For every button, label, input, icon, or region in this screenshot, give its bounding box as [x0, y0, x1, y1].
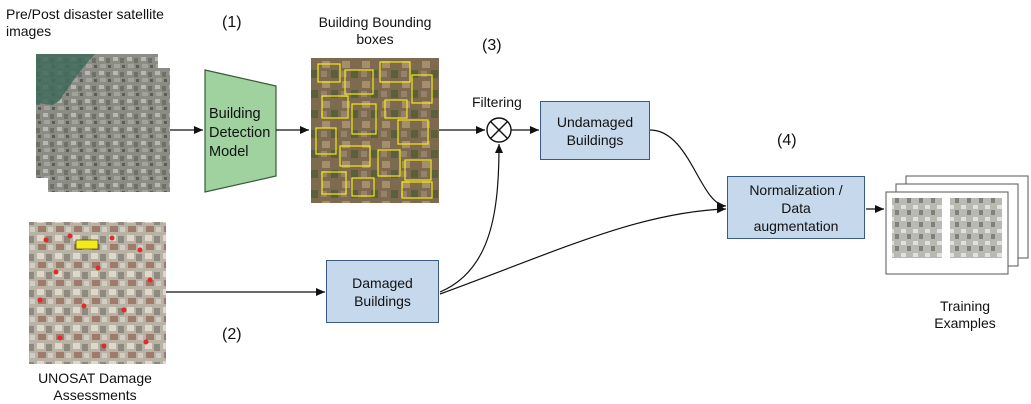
undamaged-buildings-label: Undamaged Buildings — [556, 113, 634, 148]
step-3-label: (3) — [482, 37, 502, 54]
unosat-image — [29, 222, 166, 364]
step-2-label: (2) — [222, 326, 242, 343]
training-thumb-right — [950, 198, 1002, 258]
filtering-label: Filtering — [472, 94, 522, 110]
damage-points — [37, 233, 153, 349]
normalization-box: Normalization / Data augmentation — [727, 176, 865, 239]
damaged-buildings-box: Damaged Buildings — [326, 260, 439, 323]
detection-model-label: Building Detection Model — [209, 106, 271, 160]
step-1-label: (1) — [222, 14, 242, 31]
undamaged-buildings-box: Undamaged Buildings — [540, 101, 650, 160]
bbox-caption: Building Bounding boxes — [318, 14, 432, 47]
damaged-buildings-label: Damaged Buildings — [352, 274, 413, 309]
normalization-label: Normalization / Data augmentation — [749, 181, 843, 234]
arrow-undamaged-to-normalization — [649, 129, 727, 210]
unosat-marker — [75, 239, 99, 250]
filtering-operator — [486, 117, 512, 143]
unosat-caption: UNOSAT Damage Assessments — [38, 370, 152, 403]
sea-area — [36, 54, 95, 105]
connectors — [166, 126, 884, 296]
satellite-image-stack — [36, 54, 170, 192]
training-examples-stack — [885, 175, 1029, 275]
step-4-label: (4) — [777, 132, 797, 149]
bbox-aerial-image — [311, 58, 439, 203]
training-caption: Training Examples — [934, 298, 996, 331]
satellite-images-caption: Pre/Post disaster satellite images — [6, 6, 164, 39]
detection-model-trapezoid — [204, 69, 277, 193]
training-thumb-left — [892, 198, 942, 258]
bounding-box-image — [311, 58, 439, 203]
arrow-damaged-to-normalization — [439, 205, 727, 295]
bbox-overlays — [315, 61, 433, 199]
arrow-damaged-to-filter — [439, 143, 503, 293]
